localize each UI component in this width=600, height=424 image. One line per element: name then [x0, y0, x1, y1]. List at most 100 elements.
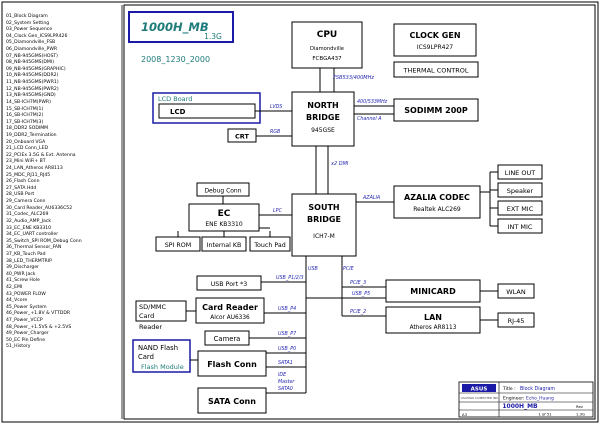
page-list-item: 10_NB-945GMS(DDR2): [6, 73, 59, 79]
south-bridge-sub: ICH7-M: [313, 233, 335, 240]
rgb-label: RGB: [270, 129, 280, 135]
pcie3-label: PCIE_3: [350, 280, 366, 286]
title-block: ASUS ASUSTeK COMPUTER INC. Title : Block…: [458, 381, 594, 418]
page-list-item: 13_NB-945GMS(GND): [6, 93, 56, 99]
sodimm-block: [393, 98, 479, 122]
spi-rom-label: SPI ROM: [165, 242, 191, 249]
sdmmc-l2: Card: [139, 312, 154, 320]
page-list-item: 27_SATA Hdd: [6, 185, 37, 191]
page-list-item: 08_NB-945GMS(DMI): [6, 60, 55, 66]
page-list-item: 03_Power Sequence: [6, 27, 53, 33]
model-title-box: [128, 11, 234, 43]
clock-gen-block: [393, 23, 477, 57]
azalia-label: AZALIA: [362, 195, 380, 201]
engineer-value: Echo_Huang: [526, 396, 554, 402]
sata-conn-block: [197, 387, 267, 414]
card-reader-block: [195, 297, 265, 324]
rev-value: 1.3G: [576, 412, 585, 417]
line-out-label: LINE OUT: [505, 169, 535, 177]
crt-label: CRT: [235, 133, 249, 141]
wlan-label: WLAN: [506, 288, 526, 296]
page-list-item: 37_KB_Touch Pad: [6, 251, 46, 257]
page-list-item: 48_Power_+1.5VS & +2.5VS: [6, 324, 72, 330]
azalia-codec-title: AZALIA CODEC: [404, 193, 470, 202]
sata-conn-label: SATA Conn: [208, 397, 256, 406]
touch-pad-label: Touch Pad: [253, 242, 285, 249]
page-list-item: 17_SB-ICH7M(3): [6, 119, 44, 125]
page-list-item: 22_PCIEx 3.5G & Ext. Antenna: [6, 152, 76, 158]
north-bridge-block: [291, 91, 355, 147]
page-list-item: 29_Camera Conn: [6, 199, 46, 205]
card-reader-sub: Alcor AU6336: [210, 315, 250, 321]
debug-conn-label: Debug Conn: [204, 188, 241, 195]
drawing-frame: [123, 4, 596, 420]
minicard-label: MINICARD: [410, 287, 456, 296]
page-list-item: 07_NB-945GMS(HOST): [6, 53, 58, 59]
model-name: 1000H_MB: [141, 20, 209, 35]
sata0-label: SATA0: [278, 386, 293, 392]
speaker-label: Speaker: [507, 187, 534, 195]
page-list-item: 18_DDR2 SODIMM: [6, 126, 49, 132]
north-bridge-l1: NORTH: [307, 101, 338, 110]
page-list-item: 09_NB-945GMS(GRAPHIC): [6, 66, 66, 72]
page-list-item: 50_EC Pin Define: [6, 337, 46, 343]
page-list-item: 23_Mini WiFi+ BT: [6, 159, 46, 165]
page-list-item: 02_System Setting: [6, 20, 50, 26]
dmi-label: x2 DMI: [330, 161, 349, 167]
internal-kb-block: [201, 236, 247, 252]
card-reader-title: Card Reader: [202, 303, 258, 312]
page-list-item: 42_EMI: [6, 284, 23, 290]
lpc-label: LPC: [273, 208, 283, 214]
page-list-item: 38_LED_THERMTRIP: [6, 258, 52, 264]
engineer-label: Engineer:: [503, 396, 524, 402]
page-list-item: 35_Switch_SPI ROM_Debug Conn: [6, 238, 82, 244]
page-list-item: 06_Diamondville_PWR: [6, 47, 58, 53]
page-list-item: 28_USB Port: [6, 192, 35, 198]
wlan-block: [497, 283, 535, 299]
nand-l1: NAND Flash: [138, 344, 178, 352]
usb4-label: USB_P4: [278, 306, 296, 312]
rj45-block: [497, 312, 535, 328]
page-list-item: 01_Block Diagram: [6, 14, 48, 19]
sheet-number: 1 of 51: [538, 412, 552, 417]
internal-kb-label: Internal KB: [207, 242, 242, 249]
page-list-item: 24_LAN_Atheros AR8113: [6, 166, 63, 172]
usb123-label: USB_P1/2/3: [276, 275, 304, 281]
svg-text:ASUS: ASUS: [471, 387, 488, 393]
thermal-control-block: [393, 61, 479, 78]
page-list-item: 25_MDC_RJ11_RJ45: [6, 172, 51, 178]
north-bridge-sub: 945GSE: [311, 127, 335, 134]
page-list-item: 05_Diamondville_FSB: [6, 40, 56, 46]
page-list-item: 31_Codec_ALC269: [6, 212, 49, 218]
page-list-item: 16_SB-ICH7M(2): [6, 113, 44, 119]
cpu-sub1: Diamondville: [310, 46, 344, 52]
page-list-item: 30_Card Reader_AU6336C52: [6, 205, 73, 211]
page-list-item: 04_Clock Gen_ICS9LPR426: [6, 33, 68, 39]
page-list-item: 51_History: [6, 344, 31, 350]
lan-sub: Atheros AR8113: [410, 325, 457, 331]
ext-mic-block: [497, 200, 543, 216]
line-out-block: [497, 164, 543, 180]
int-mic-block: [497, 218, 543, 234]
page-list-item: 36_Thermal Sensor_FAN: [6, 245, 62, 251]
page-list-item: 19_DDR2_Termination: [6, 132, 57, 138]
page-list-item: 43_POWER FLOW: [6, 291, 46, 297]
project-name: 1000H_MB: [502, 403, 538, 410]
master-label: Master: [278, 379, 295, 385]
page-list-item: 33_EC_ENE KB3310: [6, 225, 52, 231]
page-list-item: 39_Discharger: [6, 265, 40, 271]
channel-label: Channel A: [357, 116, 382, 122]
page-list-item: 34_EC_UART controller: [6, 232, 59, 238]
page-list-item: 47_Power_VCCP: [6, 318, 43, 324]
sdmmc-l1: SD/MMC: [139, 303, 167, 311]
flash-conn-block: [197, 350, 267, 377]
usb0-label: USB_P0: [278, 346, 296, 352]
lcd-board-box: [152, 92, 261, 124]
page-list-item: 21_LCD Conn_LED: [6, 146, 49, 152]
ec-title: EC: [218, 209, 231, 219]
flash-module-label: Flash Module: [141, 363, 184, 371]
cpu-block: [291, 21, 363, 69]
sodimm-label: SODIMM 200P: [404, 106, 468, 115]
